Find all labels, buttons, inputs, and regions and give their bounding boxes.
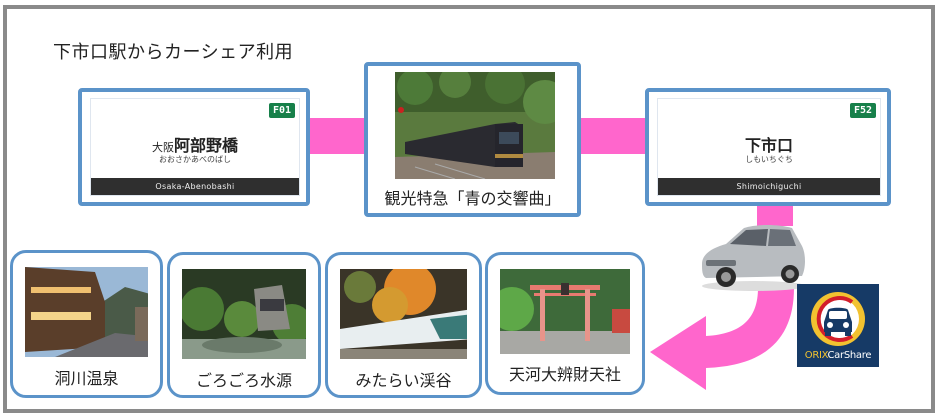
train-photo <box>395 72 555 179</box>
train-caption: 観光特急「青の交響曲」 <box>384 189 561 208</box>
station-name-main: 阿部野橋 <box>173 136 238 155</box>
station-number-badge: F52 <box>849 103 876 118</box>
station-name: 下市口 <box>658 132 880 156</box>
station-roman: Shimoichiguchi <box>658 178 880 195</box>
station-sign-abenobashi: F01 大阪阿部野橋 おおさかあべのばし Osaka-Abenobashi <box>90 98 300 196</box>
spot-caption: みたらい渓谷 <box>355 371 452 390</box>
orix-product-text: CarShare <box>827 350 872 361</box>
station-roman: Osaka-Abenobashi <box>91 178 299 195</box>
spot-caption: 洞川温泉 <box>54 369 119 388</box>
station-box-shimoichiguchi: F52 下市口 しもいちぐち Shimoichiguchi <box>645 88 891 206</box>
station-box-abenobashi: F01 大阪阿部野橋 おおさかあべのばし Osaka-Abenobashi <box>78 88 310 206</box>
station-name: 大阪阿部野橋 <box>91 132 299 156</box>
connector-train-shimoichiguchi <box>579 118 647 154</box>
station-kana: しもいちぐち <box>745 155 793 164</box>
station-sign-shimoichiguchi: F52 下市口 しもいちぐち Shimoichiguchi <box>657 98 881 196</box>
station-number-badge: F01 <box>268 103 295 118</box>
curved-arrow-icon <box>650 288 794 390</box>
valley-waterfall-photo <box>340 269 467 359</box>
spring-water-source-photo <box>182 269 306 359</box>
spot-box-mitarai-valley: みたらい渓谷 <box>325 252 482 398</box>
orix-carshare-logo: ORIXCarShare <box>797 284 879 367</box>
orix-logo-text: ORIXCarShare <box>797 350 879 361</box>
spot-box-tenkawa-shrine: 天河大辨財天社 <box>485 252 645 395</box>
station-kana: おおさかあべのばし <box>159 155 231 164</box>
car-photo <box>696 220 810 292</box>
spot-box-gorogoro-spring: ごろごろ水源 <box>167 252 321 398</box>
spot-caption: ごろごろ水源 <box>195 371 292 390</box>
train-box: 観光特急「青の交響曲」 <box>364 62 581 217</box>
hot-spring-town-photo <box>25 267 148 357</box>
station-name-prefix: 大阪 <box>151 141 174 154</box>
page-title: 下市口駅からカーシェア利用 <box>53 42 294 63</box>
spot-box-dorogawa-onsen: 洞川温泉 <box>10 250 163 398</box>
orix-brand-text: ORIX <box>804 350 828 361</box>
shrine-torii-photo <box>500 269 630 359</box>
connector-abenobashi-train <box>308 118 366 154</box>
spot-caption: 天河大辨財天社 <box>508 365 621 384</box>
station-name-main: 下市口 <box>744 136 793 155</box>
connector-station-car <box>757 202 793 226</box>
